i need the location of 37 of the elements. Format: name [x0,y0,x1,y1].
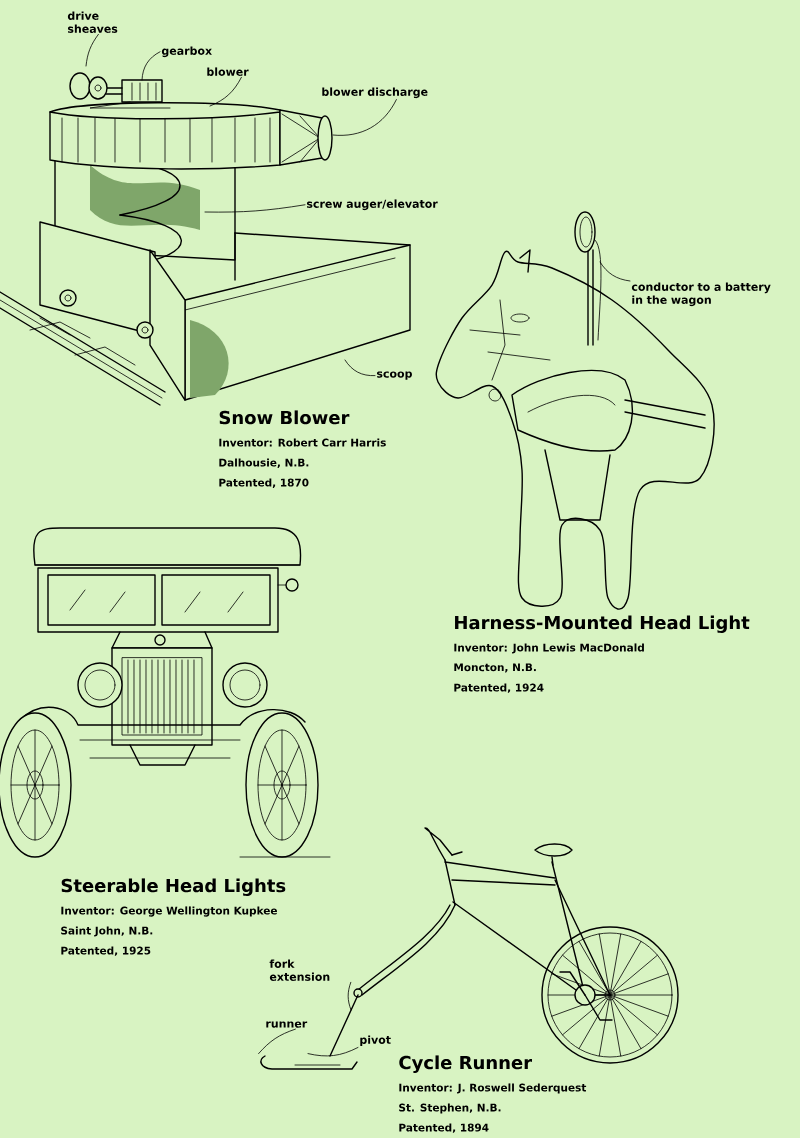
caption-line: Dalhousie, N.B. [219,458,309,468]
part-label: runner [266,1021,308,1028]
part-label: fork extension [269,959,330,981]
leader-line [141,51,161,81]
ski-runner-drawing [260,1055,358,1070]
part-label: gearbox [161,46,212,58]
leader-line [307,1047,359,1057]
caption-line: Patented, 1924 [454,683,544,693]
invention-title: Steerable Head Lights [61,878,286,896]
caption-line: Patented, 1925 [61,946,151,956]
part-label: blower discharge [322,87,428,99]
leader-line [347,981,352,1011]
caption-line: Inventor: Robert Carr Harris [219,438,386,447]
caption-line: Inventor: John Lewis MacDonald [454,643,644,654]
leader-line [258,1028,296,1054]
caption-line: Patented, 1894 [399,1123,489,1133]
leader-line [85,33,99,67]
part-label: pivot [360,1035,391,1047]
caption-line: Inventor: George Wellington Kupkee [61,906,277,917]
caption-line: Moncton, N.B. [454,663,536,673]
caption-line: Saint John, N.B. [61,926,153,937]
part-label: scoop [376,371,412,380]
leader-line [204,204,306,213]
invention-title: Cycle Runner [399,1055,532,1073]
part-label: blower [207,67,249,76]
invention-title: Snow Blower [219,410,350,425]
part-label: screw auger/elevator [306,199,438,211]
part-label: drive sheaves [67,11,118,33]
leader-line [599,261,631,282]
caption-line: St. Stephen, N.B. [399,1103,501,1114]
leader-line [209,76,242,107]
leader-line [332,99,397,136]
invention-title: Harness-Mounted Head Light [455,615,750,633]
caption-line: Inventor: J. Roswell Sederquest [399,1083,587,1094]
caption-line: Patented, 1870 [219,478,309,488]
leader-line [344,359,376,377]
part-label: conductor to a battery in the wagon [631,282,771,307]
